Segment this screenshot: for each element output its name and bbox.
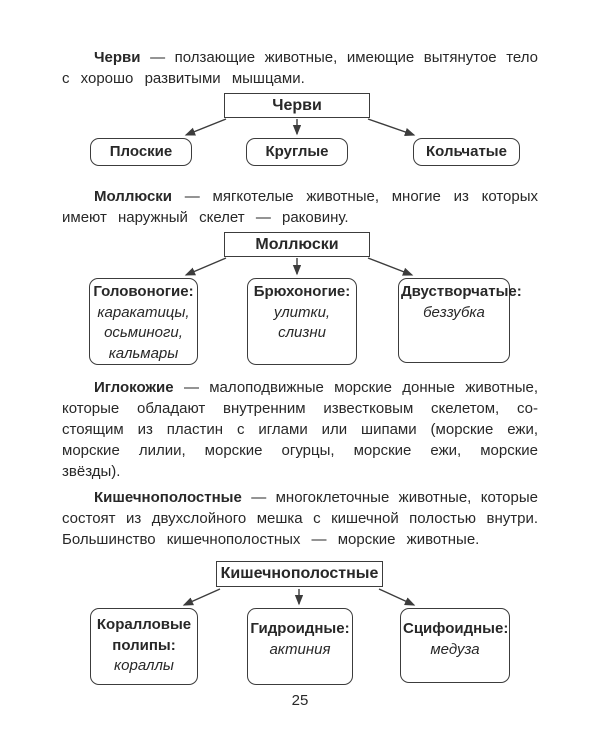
term-bold: Иглокожие [94, 379, 174, 396]
leaf-title: Головоногие: [93, 283, 194, 300]
leaf-box-bivalves: Двустворчатые: беззубка [398, 278, 522, 363]
paragraph-coelenterates: Кишечнополостные — многоклеточные животн… [62, 487, 538, 550]
worms-diagram: Черви Плоские Круглые Кольчатые [0, 92, 600, 170]
paragraph-line: Большинство кишечнополостных — морские ж… [62, 531, 480, 548]
paragraph-line-text: — малоподвижные морские донные животные, [183, 379, 538, 396]
page-number: 25 [291, 692, 309, 709]
paragraph-line-text: — мягкотелые животные, многие из которых [184, 188, 538, 205]
paragraph-line: Моллюски — мягкотелые животные, многие и… [62, 186, 538, 207]
leaf-box-coral-polyps: Коралловые полипы: кораллы [90, 608, 198, 685]
leaf-item: кальмары [108, 344, 179, 362]
paragraph-mollusks: Моллюски — мягкотелые животные, многие и… [62, 186, 538, 228]
leaf-box-ringed-worms: Кольчатые [413, 138, 520, 166]
leaf-title: Коралловые полипы: [96, 616, 192, 654]
leaf-title: Брюхоногие: [253, 283, 351, 300]
leaf-title: Сцифоидные: [403, 620, 509, 637]
leaf-box-cephalopods: Головоногие: каракатицы, осьминоги, каль… [89, 278, 198, 365]
leaf-box-hydroids: Гидроидные: актиния [247, 608, 353, 685]
paragraph-line: стоящим из пластин с иглами или шипами (… [62, 421, 538, 438]
term-bold: Черви [94, 49, 141, 66]
leaf-item: кораллы [114, 657, 174, 674]
paragraph-line: Иглокожие — малоподвижные морские донные… [62, 377, 538, 398]
leaf-item: беззубка [423, 303, 485, 321]
paragraph-echinoderms: Иглокожие — малоподвижные морские донные… [62, 377, 538, 482]
leaf-box-gastropods: Брюхоногие: улитки, слизни [247, 278, 357, 365]
paragraph-line: состоят из двухслойного мешка с кишечной… [62, 510, 538, 527]
leaf-item: медуза [430, 640, 480, 658]
root-box-coelenterates: Кишечнополостные [216, 561, 383, 587]
paragraph-line: Черви — ползающие животные, имеющие вытя… [62, 47, 538, 68]
term-bold: Моллюски [94, 188, 173, 205]
paragraph-line: которые обладают внутренним известковым … [62, 400, 538, 417]
coelenterates-diagram: Кишечнополостные Коралловые полипы: кора… [0, 561, 600, 686]
leaf-box-flat-worms: Плоские [90, 138, 192, 166]
paragraph-line: морские лилии, морские огурцы, морские е… [62, 442, 538, 459]
root-box-worms: Черви [224, 93, 370, 118]
mollusks-diagram: Моллюски Головоногие: каракатицы, осьмин… [0, 232, 600, 366]
paragraph-worms: Черви — ползающие животные, имеющие вытя… [62, 47, 538, 89]
leaf-item: осьминоги, [104, 324, 183, 341]
leaf-box-scyphozoans: Сцифоидные: медуза [400, 608, 510, 683]
leaf-title: Двустворчатые: [401, 283, 522, 300]
leaf-box-round-worms: Круглые [246, 138, 348, 166]
leaf-item: каракатицы, [97, 303, 190, 321]
paragraph-line-text: — ползающие животные, имеющие вытянутое … [150, 49, 538, 66]
root-box-mollusks: Моллюски [224, 232, 370, 257]
paragraph-line-text: — многоклеточные животные, которые [251, 489, 538, 506]
paragraph-line: имеют наружный скелет — раковину. [62, 209, 349, 226]
leaf-item: улитки, [273, 303, 331, 321]
paragraph-line: Кишечнополостные — многоклеточные животн… [62, 487, 538, 508]
paragraph-line: с хорошо развитыми мышцами. [62, 70, 305, 87]
paragraph-line: звёзды). [62, 463, 121, 480]
leaf-title: Гидроидные: [250, 620, 350, 637]
leaf-item: актиния [269, 640, 331, 658]
leaf-item: слизни [278, 324, 326, 341]
term-bold: Кишечнополостные [94, 489, 242, 506]
